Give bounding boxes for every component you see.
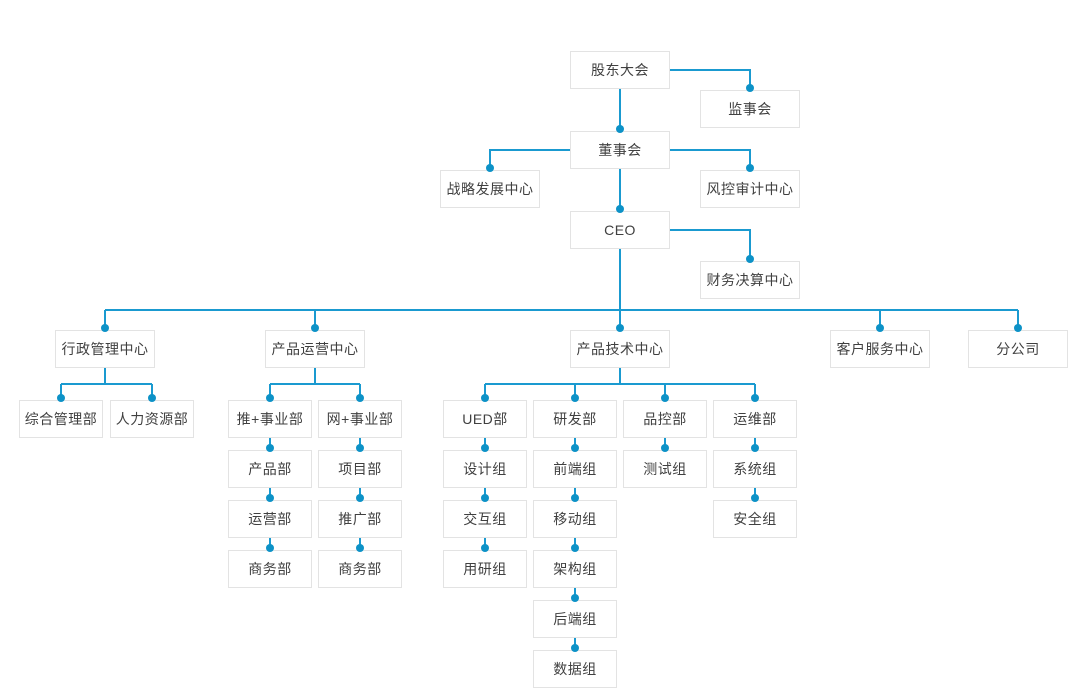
- org-node-label: 推广部: [338, 511, 382, 527]
- org-node-branch: 分公司: [968, 330, 1068, 368]
- org-node-label: 董事会: [598, 142, 642, 158]
- org-node-label: 移动组: [553, 511, 597, 527]
- org-node-label: 商务部: [338, 561, 382, 577]
- org-node-label: 安全组: [733, 511, 777, 527]
- org-node-label: 交互组: [463, 511, 507, 527]
- org-node-label: 前端组: [553, 461, 597, 477]
- org-node-board: 董事会: [570, 131, 670, 169]
- org-node-admin: 行政管理中心: [55, 330, 155, 368]
- org-node-label: CEO: [604, 222, 636, 238]
- org-node-ued: UED部: [443, 400, 527, 438]
- org-node-operation: 产品运营中心: [265, 330, 365, 368]
- org-node-system: 系统组: [713, 450, 797, 488]
- org-node-label: 用研组: [463, 561, 507, 577]
- org-node-label: 网+事业部: [326, 411, 394, 427]
- org-node-tech: 产品技术中心: [570, 330, 670, 368]
- connector-line: [489, 149, 570, 170]
- org-node-label: 产品技术中心: [576, 341, 664, 357]
- org-node-backend: 后端组: [533, 600, 617, 638]
- org-node-label: 品控部: [643, 411, 687, 427]
- org-node-label: 后端组: [553, 611, 597, 627]
- org-node-datagrp: 数据组: [533, 650, 617, 688]
- org-node-label: 研发部: [553, 411, 597, 427]
- org-node-security: 安全组: [713, 500, 797, 538]
- org-node-label: 人力资源部: [115, 411, 189, 427]
- org-node-project: 项目部: [318, 450, 402, 488]
- org-node-label: 系统组: [733, 461, 777, 477]
- org-node-product: 产品部: [228, 450, 312, 488]
- org-node-label: 行政管理中心: [61, 341, 149, 357]
- org-node-general: 综合管理部: [19, 400, 103, 438]
- org-node-label: UED部: [462, 411, 508, 427]
- org-node-shangwu1: 商务部: [228, 550, 312, 588]
- org-node-hr: 人力资源部: [110, 400, 194, 438]
- org-node-strategy: 战略发展中心: [440, 170, 540, 208]
- org-node-test: 测试组: [623, 450, 707, 488]
- connector-line: [670, 229, 751, 261]
- connector-line: [670, 149, 751, 170]
- org-node-label: 运维部: [733, 411, 777, 427]
- org-node-label: 综合管理部: [24, 411, 98, 427]
- org-node-wang: 网+事业部: [318, 400, 402, 438]
- org-node-rd: 研发部: [533, 400, 617, 438]
- org-node-label: 项目部: [338, 461, 382, 477]
- org-node-frontend: 前端组: [533, 450, 617, 488]
- org-node-research: 用研组: [443, 550, 527, 588]
- org-node-shareholders: 股东大会: [570, 51, 670, 89]
- org-node-label: 战略发展中心: [446, 181, 534, 197]
- org-node-label: 客户服务中心: [836, 341, 924, 357]
- org-node-ops: 运维部: [713, 400, 797, 438]
- org-node-label: 风控审计中心: [706, 181, 794, 197]
- org-node-label: 运营部: [248, 511, 292, 527]
- org-node-label: 产品运营中心: [271, 341, 359, 357]
- org-node-design: 设计组: [443, 450, 527, 488]
- org-node-label: 架构组: [553, 561, 597, 577]
- org-node-label: 设计组: [463, 461, 507, 477]
- org-node-supervisory: 监事会: [700, 90, 800, 128]
- org-node-tuiguang: 推广部: [318, 500, 402, 538]
- org-node-qc: 品控部: [623, 400, 707, 438]
- org-node-service: 客户服务中心: [830, 330, 930, 368]
- org-node-label: 监事会: [728, 101, 772, 117]
- org-node-label: 推+事业部: [236, 411, 304, 427]
- org-node-mobile: 移动组: [533, 500, 617, 538]
- connector-line: [670, 69, 751, 90]
- org-node-shangwu2: 商务部: [318, 550, 402, 588]
- org-node-arch: 架构组: [533, 550, 617, 588]
- org-node-label: 产品部: [248, 461, 292, 477]
- org-node-label: 财务决算中心: [706, 272, 794, 288]
- org-node-label: 分公司: [996, 341, 1040, 357]
- org-node-interaction: 交互组: [443, 500, 527, 538]
- org-node-label: 测试组: [643, 461, 687, 477]
- org-node-tui: 推+事业部: [228, 400, 312, 438]
- org-node-ceo: CEO: [570, 211, 670, 249]
- org-node-finance: 财务决算中心: [700, 261, 800, 299]
- org-node-risk: 风控审计中心: [700, 170, 800, 208]
- org-node-label: 股东大会: [591, 62, 649, 78]
- org-node-yunying: 运营部: [228, 500, 312, 538]
- org-node-label: 数据组: [553, 661, 597, 677]
- org-node-label: 商务部: [248, 561, 292, 577]
